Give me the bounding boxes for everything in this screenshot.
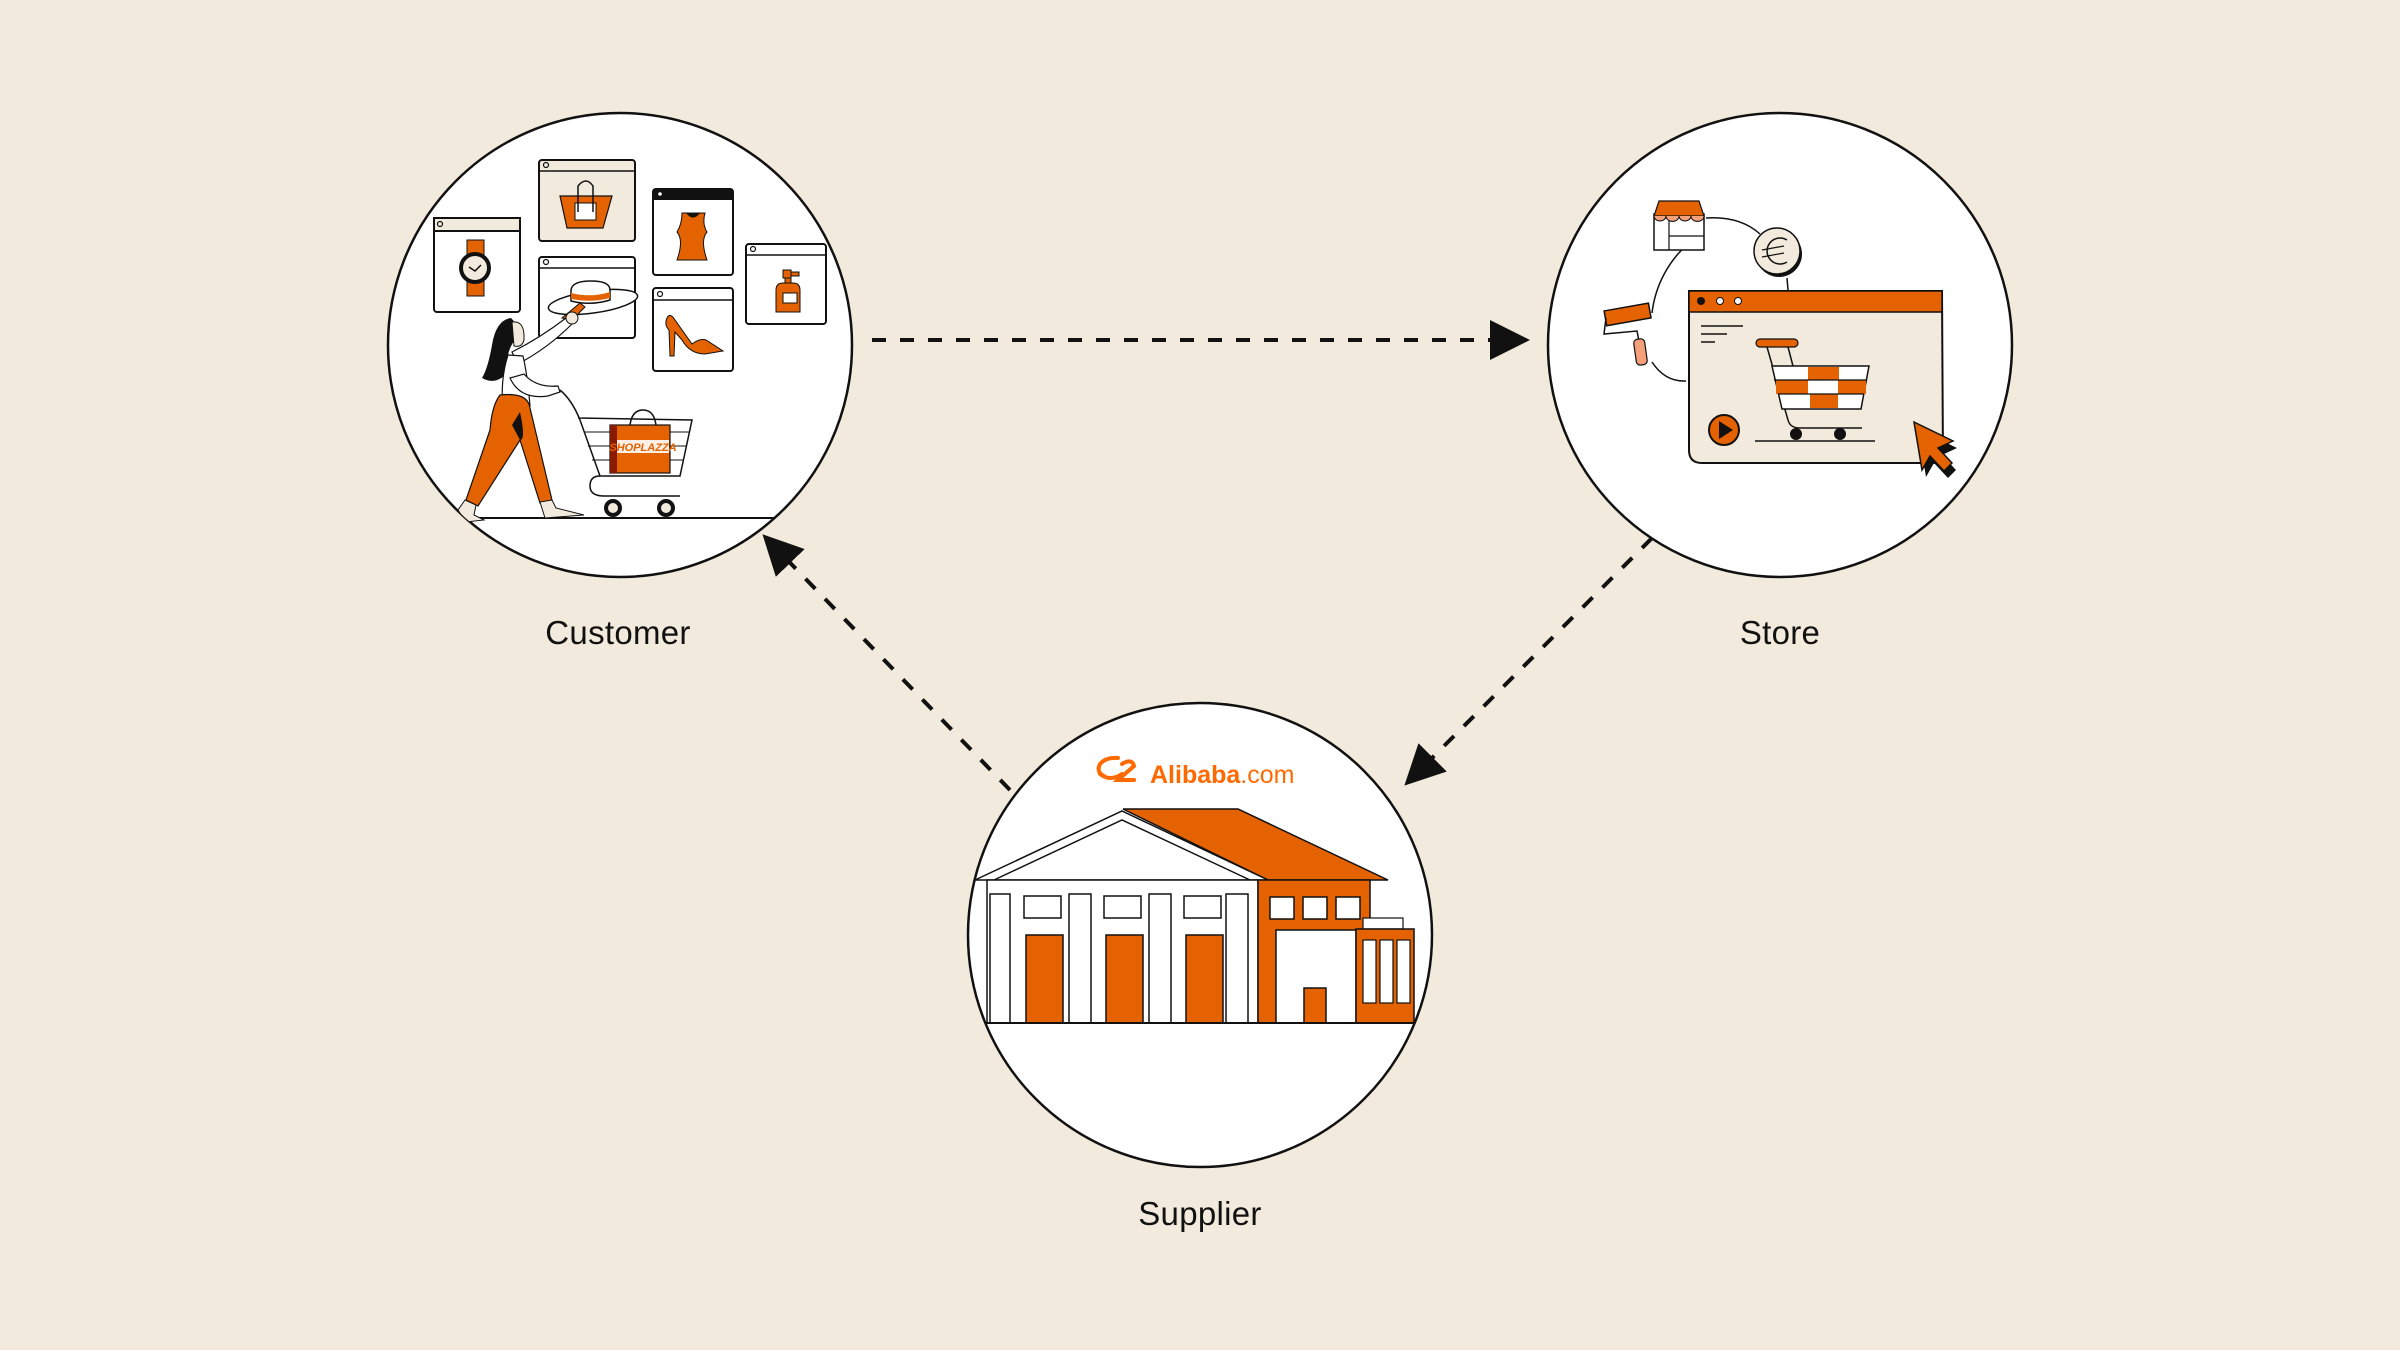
- customer-illustration: SHOPLAZZA: [388, 159, 827, 523]
- checkered-cart-icon: [1755, 338, 1875, 442]
- edge-supplier-to-customer: [762, 534, 1012, 792]
- store-illustration: [1603, 200, 1957, 478]
- alibaba-brand-text: Alibaba.com: [1150, 761, 1294, 789]
- perfume-bottle-icon: [775, 269, 801, 313]
- euro-coin-icon: [1753, 227, 1802, 277]
- alibaba-logo: Alibaba.com: [1096, 755, 1294, 789]
- product-window-watch: [433, 217, 521, 313]
- supplier-illustration: Alibaba.com: [968, 755, 1432, 1024]
- store-browser-window: [1688, 290, 1945, 464]
- node-store: [1546, 111, 2014, 579]
- product-window-dress: [652, 188, 734, 276]
- warehouse-building-icon: [968, 808, 1432, 1024]
- bag-brand-text: SHOPLAZZA: [609, 442, 676, 454]
- play-button-icon: [1708, 414, 1740, 446]
- product-window-hat: [538, 256, 639, 339]
- watch-icon: [459, 239, 491, 297]
- high-heel-icon: [665, 314, 725, 357]
- mouse-cursor-icon: [1913, 420, 1957, 478]
- node-customer: SHOPLAZZA: [386, 111, 854, 579]
- shopping-bag: SHOPLAZZA: [609, 409, 677, 474]
- shopping-cart: SHOPLAZZA: [559, 389, 693, 517]
- hat-icon: [547, 280, 639, 321]
- edge-store-to-supplier: [1404, 536, 1654, 786]
- shopper-figure: [457, 311, 585, 523]
- paint-roller-icon: [1603, 302, 1652, 366]
- storefront-icon: [1653, 200, 1705, 251]
- product-window-bag: [538, 159, 636, 242]
- node-supplier: Alibaba.com: [966, 701, 1434, 1169]
- handbag-icon: [559, 180, 613, 229]
- product-window-perfume: [745, 243, 827, 325]
- dress-icon: [676, 212, 708, 261]
- product-window-shoe: [652, 287, 734, 372]
- supplier-label: Supplier: [1138, 1195, 1262, 1232]
- customer-label: Customer: [545, 614, 691, 651]
- store-label: Store: [1739, 614, 1821, 651]
